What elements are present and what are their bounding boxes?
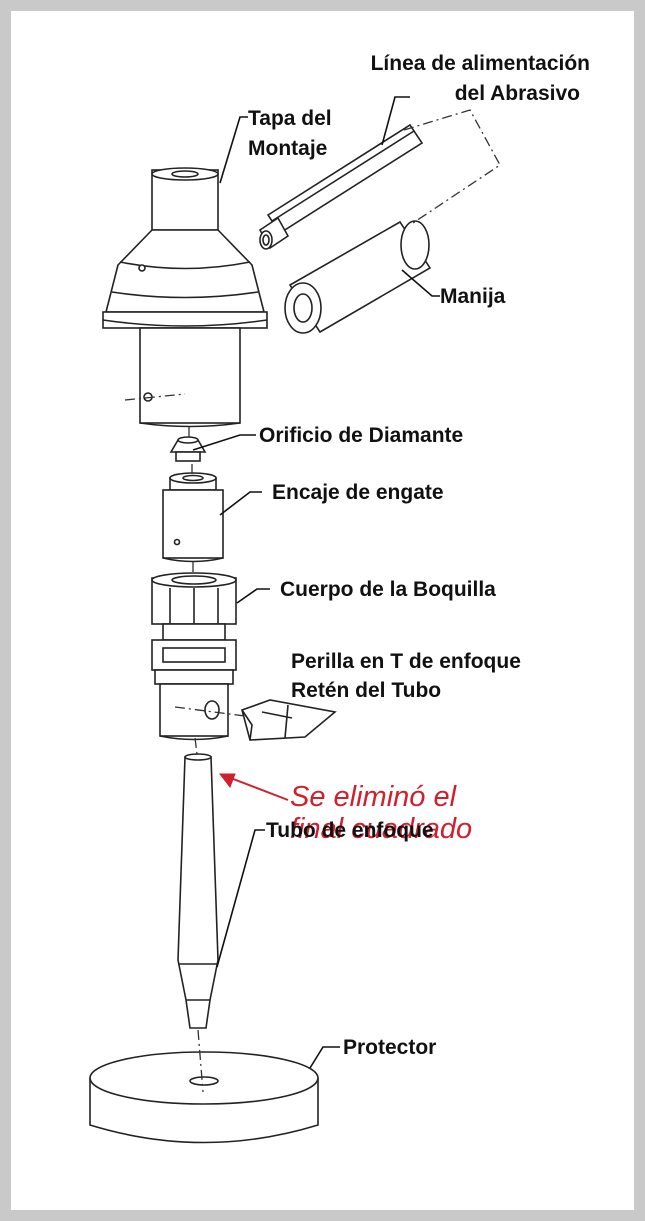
mount-cap-part: [102, 167, 268, 428]
protector-part: [89, 1051, 319, 1144]
diamond-orifice-part: [169, 436, 207, 462]
note-arrow: [218, 773, 289, 801]
nozzle-body-part: [151, 572, 237, 741]
label-nozzle-body: Cuerpo de la Boquilla: [280, 578, 496, 601]
t-knob-tube-retainer-part: [241, 699, 337, 741]
note-line1: Se eliminó el: [290, 781, 457, 813]
leader-feed-line: [381, 96, 410, 146]
label-protector: Protector: [343, 1036, 437, 1059]
leader-focus-tube: [216, 829, 265, 968]
leader-mount-cap: [219, 116, 248, 184]
label-mount-cap-line2: Montaje: [248, 137, 328, 160]
leader-diamond-orifice: [192, 434, 256, 451]
label-feed-line-line2: del Abrasivo: [454, 82, 580, 105]
label-feed-line-line1: Línea de alimentación: [370, 52, 590, 75]
label-tube-retainer: Retén del Tubo: [291, 679, 442, 702]
leader-protector: [309, 1046, 340, 1069]
leader-trigger-fitting: [219, 491, 262, 516]
abrasive-feed-line-part: [258, 123, 424, 250]
leader-handle: [401, 269, 440, 297]
focus-tube-part: [177, 753, 219, 1029]
note-line2: final cuadrado: [290, 813, 473, 845]
label-focus-tube: Tubo de enfoque: [266, 819, 434, 842]
handle-part: [284, 220, 432, 334]
trigger-fitting-part: [162, 472, 224, 563]
label-t-knob: Perilla en T de enfoque: [291, 650, 521, 673]
label-mount-cap-line1: Tapa del: [248, 107, 332, 130]
label-diamond-orifice: Orificio de Diamante: [259, 424, 464, 447]
leader-nozzle-body: [236, 588, 270, 604]
label-trigger-fitting: Encaje de engate: [272, 481, 444, 504]
label-handle: Manija: [440, 285, 506, 308]
